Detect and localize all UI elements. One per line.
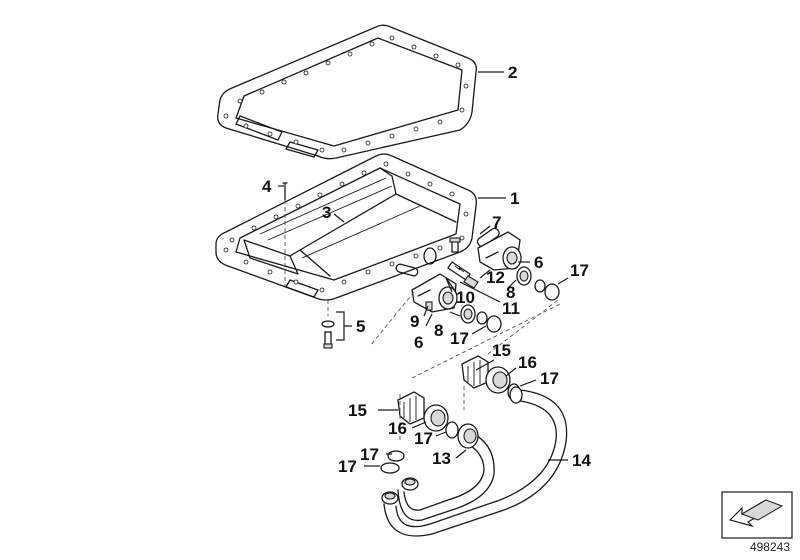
callout-17-lower: 17	[414, 429, 433, 448]
seal-8-right	[516, 266, 532, 286]
reference-number: 498243	[749, 540, 790, 554]
flange-left-part	[411, 273, 458, 313]
callout-17-bottom: 17	[338, 457, 357, 476]
callout-8-left: 8	[434, 321, 443, 340]
callout-14: 14	[572, 451, 591, 470]
sleeve-16-upper	[485, 366, 511, 394]
oring-17-lower	[445, 421, 459, 439]
callout-5: 5	[356, 317, 365, 336]
oring-17-right	[534, 279, 560, 301]
oil-pan-bolt-holes	[223, 161, 469, 293]
gasket-bolt-holes	[223, 35, 469, 153]
seal-8-left	[460, 304, 476, 324]
callout-4: 4	[262, 177, 272, 196]
leader-lines	[278, 71, 569, 467]
callout-10: 10	[456, 288, 475, 307]
callout-6-left: 6	[414, 333, 423, 352]
small-screw-part	[282, 182, 288, 286]
callout-8-right: 8	[506, 283, 515, 302]
callout-17-right: 17	[570, 261, 589, 280]
callout-9: 9	[410, 312, 419, 331]
callout-2: 2	[508, 63, 517, 82]
callout-16-lower: 16	[388, 419, 407, 438]
coupling-15-upper	[461, 355, 489, 389]
callout-7: 7	[492, 213, 501, 232]
oil-pipe-14	[381, 386, 568, 537]
callout-17-left: 17	[450, 329, 469, 348]
sleeve-16-lower	[423, 404, 449, 432]
callout-13: 13	[432, 449, 451, 468]
flange-gasket-left	[395, 263, 419, 277]
screw-9	[425, 301, 433, 311]
gasket-part	[217, 24, 477, 160]
callout-12: 12	[486, 268, 505, 287]
callout-1: 1	[510, 189, 519, 208]
callout-3: 3	[322, 203, 331, 222]
view-direction-arrow-icon	[721, 491, 793, 539]
callout-16-upper: 16	[518, 353, 537, 372]
sensor-plug-12	[447, 261, 479, 289]
bolt-washer-part	[321, 300, 335, 349]
oil-pipe-13	[397, 423, 495, 522]
callout-17-mid: 17	[360, 445, 379, 464]
callout-6-right: 6	[534, 253, 543, 272]
callout-15-lower: 15	[348, 401, 367, 420]
oring-17-bottom	[380, 450, 405, 474]
flange-right-part	[477, 231, 522, 271]
callout-17-upper: 17	[540, 369, 559, 388]
callout-11: 11	[502, 299, 520, 318]
oil-pan-part	[215, 153, 477, 301]
oring-17-left	[476, 311, 502, 333]
flange-bolt	[449, 237, 461, 253]
callout-15-upper: 15	[492, 341, 511, 360]
seal-ring-10	[423, 247, 437, 265]
